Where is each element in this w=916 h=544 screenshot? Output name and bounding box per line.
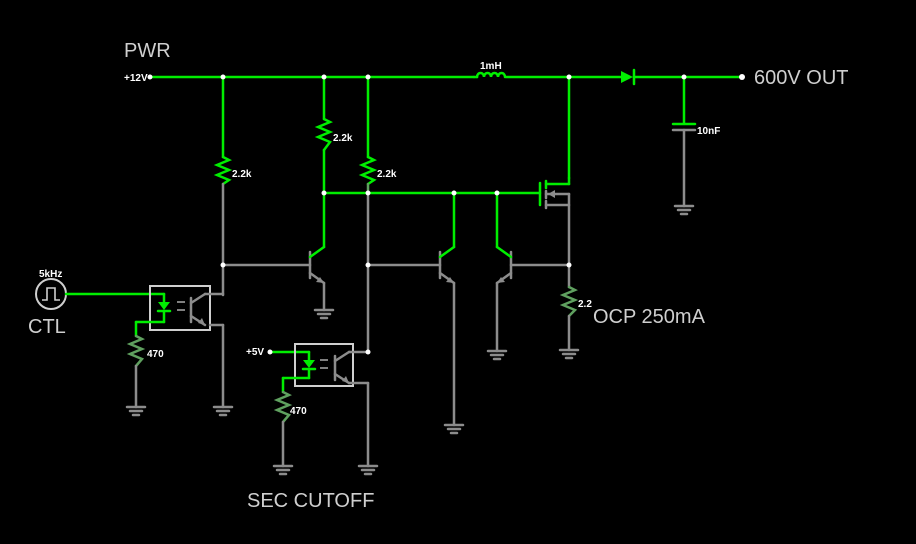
diode-icon [621,68,636,86]
ground-icon [443,423,465,435]
transistor-q1 [308,245,326,285]
ground-icon [212,405,234,417]
ground-icon [357,464,379,476]
capacitor-value-label: 10nF [697,126,720,137]
ground-icon [125,405,147,417]
junction-dots [147,74,687,355]
transistor-q3 [495,245,513,285]
ocp-label: OCP 250mA [593,306,706,328]
optocoupler-1 [134,285,211,331]
resistor-sense [559,285,579,318]
resistor-base2-value-label: 2.2k [377,169,397,180]
clock-source-icon[interactable] [35,278,67,310]
transistor-q2 [438,245,456,285]
output-capacitor [671,75,697,208]
mosfet [538,176,571,210]
output-terminal[interactable] [739,74,745,80]
ground-icon [272,464,294,476]
output-label: 600V OUT [754,67,848,89]
resistor-collector [314,117,334,152]
inductor [472,71,507,79]
aux-supply-label: +5V [246,347,264,358]
inductor-value-label: 1mH [480,61,502,72]
resistor-sense-value-label: 2.2 [578,299,592,310]
ground-icon [558,348,580,360]
resistor-base1-value-label: 2.2k [232,169,252,180]
resistor-base2 [358,155,378,186]
resistor-led2 [273,390,293,424]
sec-cutoff-label: SEC CUTOFF [247,490,374,512]
supply-voltage-label: +12V [124,73,148,84]
optocoupler-2 [281,343,354,387]
resistor-led1-value-label: 470 [147,349,164,360]
ground-icon [673,204,695,216]
resistor-led2-value-label: 470 [290,406,307,417]
resistor-base1 [213,155,233,186]
resistor-led1 [126,334,146,368]
ground-icon [486,349,508,361]
pwr-label: PWR [124,40,171,62]
ctl-label: CTL [28,316,66,338]
ground-icon [313,308,335,320]
resistor-collector-value-label: 2.2k [333,133,353,144]
clock-frequency-label: 5kHz [39,269,62,280]
